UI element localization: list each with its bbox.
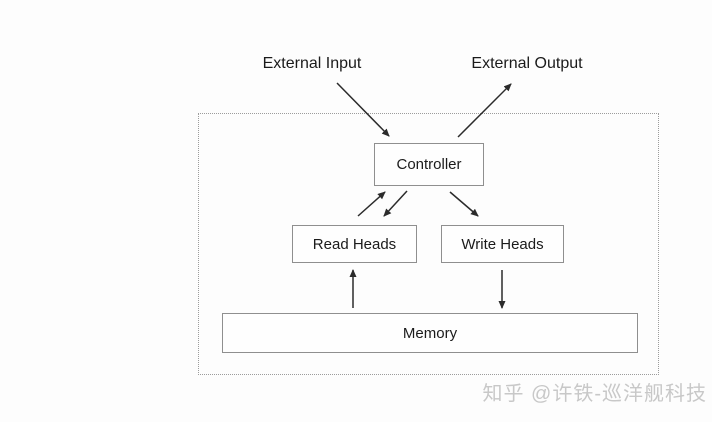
read-heads-node: Read Heads bbox=[292, 225, 417, 263]
write-heads-node: Write Heads bbox=[441, 225, 564, 263]
external-output-label: External Output bbox=[471, 55, 583, 72]
controller-node: Controller bbox=[374, 143, 484, 186]
machine-boundary-frame bbox=[198, 113, 659, 375]
memory-node: Memory bbox=[222, 313, 638, 353]
external-input-label: External Input bbox=[262, 55, 362, 72]
zhihu-watermark: 知乎 @许铁-巡洋舰科技 bbox=[482, 383, 707, 405]
